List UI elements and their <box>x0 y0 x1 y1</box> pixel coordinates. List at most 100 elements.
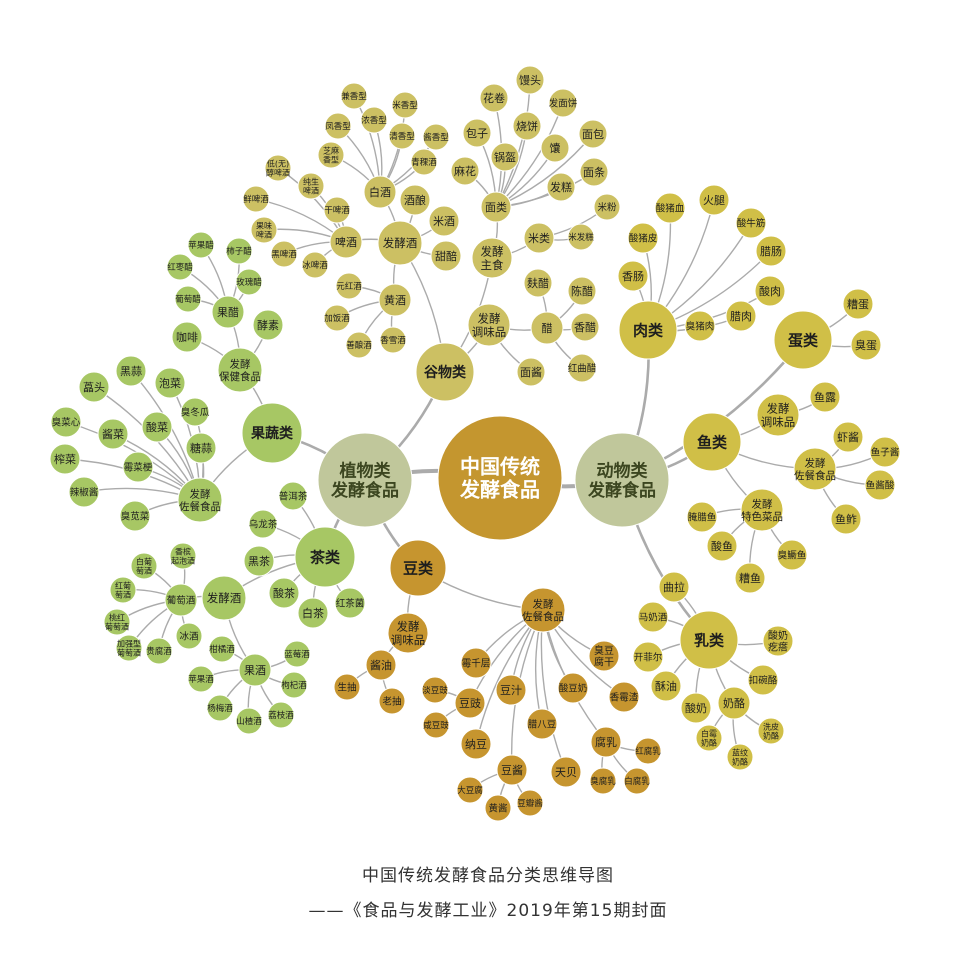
node-vs11[interactable]: 辣椒酱 <box>68 476 100 508</box>
node-kafei[interactable]: 咖啡 <box>171 321 203 353</box>
node-br3[interactable]: 鲜啤酒 <box>242 185 270 213</box>
node-bs5[interactable]: 臭豆腐干 <box>588 640 620 672</box>
node-b_season[interactable]: 发酵调味品 <box>387 612 429 654</box>
node-hj4[interactable]: 香雪酒 <box>379 326 407 354</box>
node-putao[interactable]: 葡萄酒 <box>164 583 198 617</box>
node-gc3[interactable]: 红枣醋 <box>166 253 194 281</box>
node-m8[interactable]: 馕 <box>540 133 570 163</box>
node-m5[interactable]: 烧饼 <box>512 111 542 141</box>
node-bj6[interactable]: 酱香型 <box>422 123 450 151</box>
node-bs7[interactable]: 纳豆 <box>460 728 492 760</box>
node-v_side[interactable]: 发酵佐餐食品 <box>177 477 223 523</box>
node-gc5[interactable]: 葡萄醋 <box>174 285 202 313</box>
node-mt8[interactable]: 腊肉 <box>725 300 757 332</box>
node-vs9[interactable]: 榨菜 <box>49 443 81 475</box>
node-mt1[interactable]: 火腿 <box>698 184 730 216</box>
node-br1[interactable]: 低(无)醇啤酒 <box>264 154 292 182</box>
node-g_staple[interactable]: 发酵主食 <box>471 237 513 279</box>
node-pt7[interactable]: 冰酒 <box>175 622 203 650</box>
node-bj5[interactable]: 清香型 <box>388 122 416 150</box>
node-m7[interactable]: 锅盔 <box>490 142 520 172</box>
node-bs1[interactable]: 霉千层 <box>460 647 492 679</box>
node-guocu[interactable]: 果醋 <box>211 295 245 329</box>
node-eg1[interactable]: 糟蛋 <box>842 288 874 320</box>
node-gj5[interactable]: 杨梅酒 <box>206 694 234 722</box>
node-vs5[interactable]: 臭菜心 <box>50 406 82 438</box>
node-pt2[interactable]: 香槟起泡酒 <box>169 542 197 570</box>
node-bj7[interactable]: 芝麻香型 <box>317 141 345 169</box>
node-cheese[interactable]: 奶酪 <box>717 686 751 720</box>
node-f_side[interactable]: 发酵佐餐食品 <box>793 447 837 491</box>
node-gc1[interactable]: 苹果醋 <box>187 231 215 259</box>
node-t4[interactable]: 酸茶 <box>268 577 300 609</box>
node-mk1[interactable]: 曲拉 <box>658 571 690 603</box>
node-jy1[interactable]: 生抽 <box>333 673 361 701</box>
node-douchi[interactable]: 豆豉 <box>454 687 486 719</box>
node-bj1[interactable]: 兼香型 <box>340 82 368 110</box>
node-hj3[interactable]: 善酿酒 <box>345 331 373 359</box>
node-mk5[interactable]: 酸奶 <box>680 692 712 724</box>
node-milk[interactable]: 乳类 <box>679 610 739 670</box>
node-m3[interactable]: 发面饼 <box>548 88 578 118</box>
node-jy2[interactable]: 老抽 <box>378 687 406 715</box>
node-g_season[interactable]: 发酵调味品 <box>467 303 511 347</box>
node-plant[interactable]: 植物类发酵食品 <box>317 432 413 528</box>
node-gc4[interactable]: 玫瑰醋 <box>235 268 263 296</box>
node-vs6[interactable]: 酸菜 <box>141 411 173 443</box>
node-root[interactable]: 中国传统发酵食品 <box>437 415 563 541</box>
node-gj1[interactable]: 柑橘酒 <box>208 635 236 663</box>
node-g_wine[interactable]: 发酵酒 <box>377 220 423 266</box>
node-vs1[interactable]: 黑蒜 <box>115 355 147 387</box>
node-gj3[interactable]: 苹果酒 <box>187 665 215 693</box>
node-v_health[interactable]: 发酵保健食品 <box>217 347 263 393</box>
node-vs12[interactable]: 臭苋菜 <box>119 500 151 532</box>
node-meat[interactable]: 肉类 <box>618 300 678 360</box>
node-bj3[interactable]: 凤香型 <box>324 112 352 140</box>
node-f_dish[interactable]: 发酵特色菜品 <box>740 488 784 532</box>
node-pt6[interactable]: 贵腐酒 <box>145 637 173 665</box>
node-jiuniang[interactable]: 酒酿 <box>399 184 431 216</box>
node-mt4[interactable]: 酸猪皮 <box>627 222 659 254</box>
node-mt2[interactable]: 酸猪血 <box>654 192 686 224</box>
node-baijiu[interactable]: 白酒 <box>363 175 397 209</box>
node-bs9[interactable]: 天贝 <box>550 756 582 788</box>
node-fc1[interactable]: 腌腊鱼 <box>686 501 718 533</box>
node-dc1[interactable]: 淡豆豉 <box>421 676 449 704</box>
node-dj1[interactable]: 大豆腐 <box>456 776 484 804</box>
node-pt4[interactable]: 桃红葡萄酒 <box>103 608 131 636</box>
node-pt5[interactable]: 加强型葡萄酒 <box>115 634 143 662</box>
node-tianpei[interactable]: 甜醅 <box>430 240 462 272</box>
node-br4[interactable]: 干啤酒 <box>323 196 351 224</box>
node-fc3[interactable]: 糟鱼 <box>734 562 766 594</box>
node-mijiu[interactable]: 米酒 <box>428 205 460 237</box>
node-fd3[interactable]: 鱼酱酸 <box>864 469 896 501</box>
node-gj4[interactable]: 枸杞酒 <box>280 671 308 699</box>
node-fr2[interactable]: 白腐乳 <box>623 767 651 795</box>
node-vs3[interactable]: 泡菜 <box>154 367 186 399</box>
node-t2[interactable]: 乌龙茶 <box>248 509 278 539</box>
node-br5[interactable]: 果味啤酒 <box>250 216 278 244</box>
node-ch1[interactable]: 白霉奶酪 <box>695 724 723 752</box>
node-gc2[interactable]: 柿子醋 <box>225 237 253 265</box>
node-mt5[interactable]: 腊肠 <box>755 235 787 267</box>
node-bs2[interactable]: 豆汁 <box>495 674 527 706</box>
node-m2[interactable]: 花卷 <box>479 83 509 113</box>
node-gj7[interactable]: 荔枝酒 <box>267 701 295 729</box>
node-vs4[interactable]: 臭冬瓜 <box>180 397 210 427</box>
node-ch3[interactable]: 洗皮奶酪 <box>757 717 785 745</box>
node-dj2[interactable]: 黄酱 <box>484 794 512 822</box>
node-mt6[interactable]: 香肠 <box>617 260 649 292</box>
node-mianjiang[interactable]: 面酱 <box>516 357 546 387</box>
node-fd4[interactable]: 鱼鲊 <box>830 503 862 535</box>
node-mk8[interactable]: 扣碗酪 <box>747 664 779 696</box>
node-vs8[interactable]: 糖蒜 <box>185 432 217 464</box>
node-fd1[interactable]: 虾酱 <box>832 421 864 453</box>
node-br6[interactable]: 黑啤酒 <box>270 240 298 268</box>
node-huangjiu[interactable]: 黄酒 <box>378 283 412 317</box>
node-fr3[interactable]: 臭腐乳 <box>589 767 617 795</box>
node-pt3[interactable]: 红葡萄酒 <box>109 576 137 604</box>
node-gj2[interactable]: 蓝莓酒 <box>283 640 311 668</box>
node-t_wine[interactable]: 发酵酒 <box>201 575 247 621</box>
node-m4[interactable]: 包子 <box>462 118 492 148</box>
node-bs8[interactable]: 腊八豆 <box>526 708 558 740</box>
